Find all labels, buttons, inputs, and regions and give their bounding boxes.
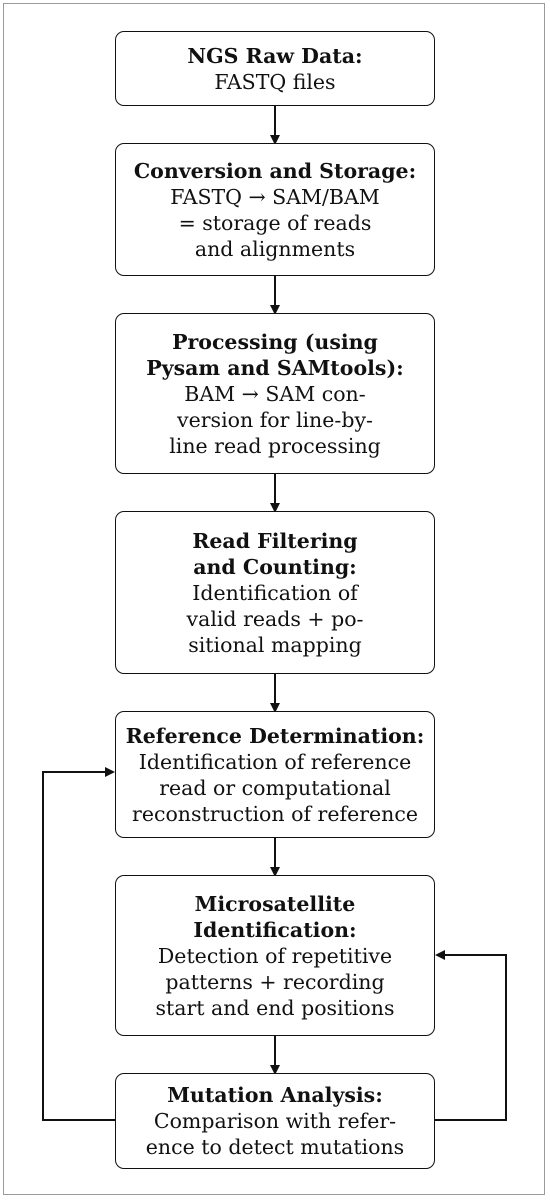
- step-description: Comparison with refer- ence to detect mu…: [145, 1109, 405, 1159]
- step-microsatellite-identification: Microsatellite Identification: Detection…: [115, 875, 435, 1036]
- feedback-loop-left: [42, 767, 115, 1121]
- step-read-filtering: Read Filtering and Counting: Identificat…: [115, 511, 435, 674]
- step-reference-determination: Reference Determination: Identification …: [115, 711, 435, 838]
- step-title: Mutation Analysis:: [167, 1083, 383, 1107]
- feedback-loop-right: [435, 950, 507, 1121]
- step-mutation-analysis: Mutation Analysis: Comparison with refer…: [115, 1073, 435, 1169]
- step-description: Identification of valid reads + po- siti…: [186, 580, 364, 657]
- step-description: Identification of reference read or comp…: [132, 749, 418, 826]
- step-title: Microsatellite Identification:: [193, 891, 357, 942]
- step-ngs-raw-data: NGS Raw Data: FASTQ files: [115, 31, 435, 106]
- step-title: NGS Raw Data:: [187, 43, 363, 68]
- step-title: Reference Determination:: [125, 723, 425, 748]
- step-processing: Processing (using Pysam and SAMtools): B…: [115, 313, 435, 474]
- step-description: FASTQ files: [214, 69, 336, 94]
- figure-frame: [3, 3, 545, 1195]
- step-description: Detection of repetitive patterns + recor…: [155, 943, 395, 1020]
- step-description: FASTQ → SAM/BAM = storage of reads and a…: [170, 184, 380, 261]
- step-title: Processing (using Pysam and SAMtools):: [146, 329, 404, 380]
- step-description: BAM → SAM con- version for line-by- line…: [169, 381, 381, 458]
- step-title: Conversion and Storage:: [133, 158, 417, 183]
- step-conversion-storage: Conversion and Storage: FASTQ → SAM/BAM …: [115, 143, 435, 276]
- step-title: Read Filtering and Counting:: [192, 528, 358, 579]
